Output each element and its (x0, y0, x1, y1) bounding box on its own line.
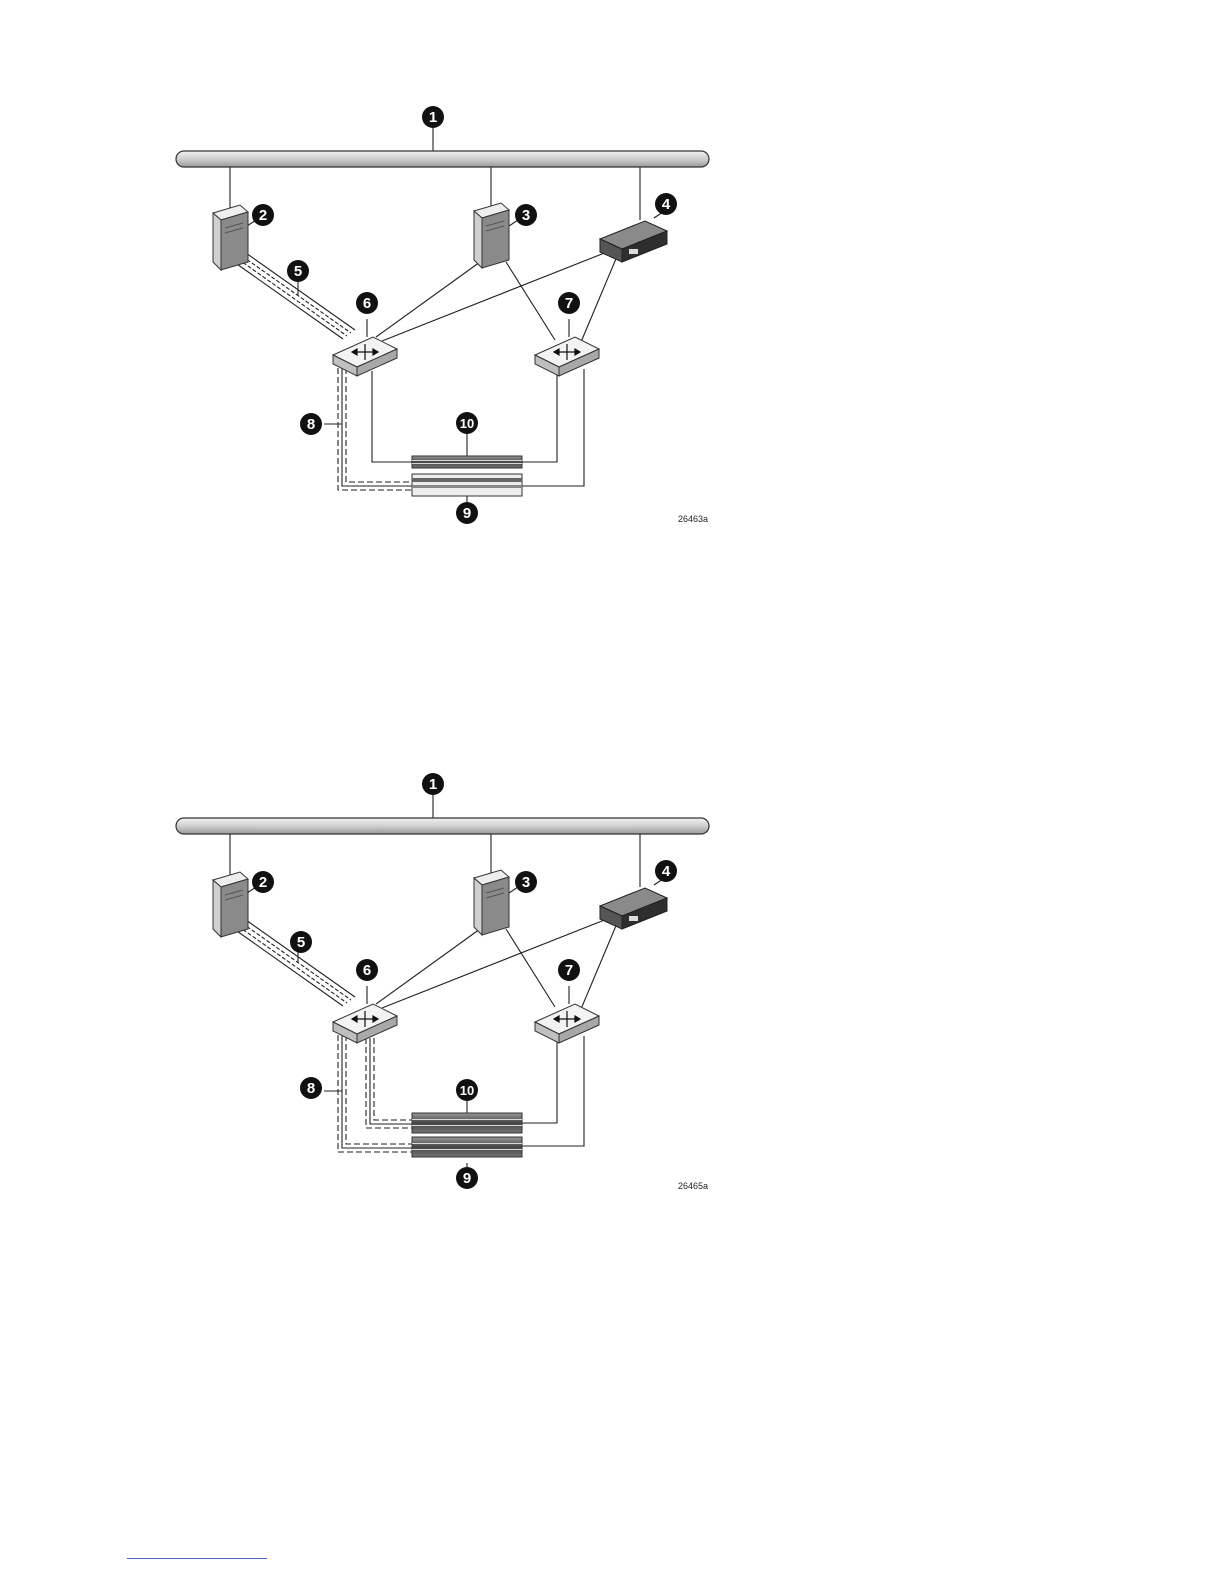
svg-text:6: 6 (363, 962, 371, 979)
server-center (474, 203, 509, 268)
callout-2: 2 (252, 204, 274, 226)
switch-left (333, 337, 397, 376)
figure-id: 26463a (678, 514, 708, 524)
callout-9: 9 (456, 1167, 478, 1189)
svg-text:4: 4 (662, 863, 671, 880)
storage-array-upper (412, 1113, 522, 1133)
callout-3: 3 (515, 204, 537, 226)
callout-3: 3 (515, 871, 537, 893)
network-diagram-svg-2: 1 2 3 4 5 (0, 667, 1224, 1227)
figure-id: 26465a (678, 1181, 708, 1191)
management-appliance (600, 221, 667, 262)
svg-text:8: 8 (307, 416, 315, 433)
svg-text:5: 5 (297, 934, 305, 951)
svg-text:7: 7 (565, 962, 573, 979)
callout-7: 7 (558, 292, 580, 314)
svg-text:3: 3 (522, 874, 530, 891)
svg-text:3: 3 (522, 207, 530, 224)
svg-text:4: 4 (662, 196, 671, 213)
network-diagram-svg-1: 1 2 3 4 5 (0, 0, 1224, 560)
callout-9: 9 (456, 502, 478, 524)
server-center (474, 870, 509, 935)
management-appliance (600, 888, 667, 929)
callout-7: 7 (558, 959, 580, 981)
svg-text:2: 2 (259, 207, 267, 224)
callout-10: 10 (456, 1079, 478, 1101)
callout-4: 4 (655, 860, 677, 882)
network-diagram-1: 1 2 3 4 5 (0, 0, 1224, 560)
svg-text:1: 1 (429, 109, 437, 126)
callout-4: 4 (655, 193, 677, 215)
callout-5: 5 (290, 931, 312, 953)
svg-text:2: 2 (259, 874, 267, 891)
switch-right (535, 1004, 599, 1043)
server-left (213, 205, 248, 270)
callout-8: 8 (300, 413, 322, 435)
network-bus (176, 818, 709, 834)
footer-link-underline (127, 1558, 267, 1559)
svg-text:9: 9 (463, 1170, 471, 1187)
network-bus (176, 151, 709, 167)
storage-array-lower (412, 1137, 522, 1157)
storage-array-lower (412, 474, 522, 496)
svg-text:7: 7 (565, 295, 573, 312)
callout-5: 5 (287, 260, 309, 282)
callout-6: 6 (356, 959, 378, 981)
storage-link-left (338, 1035, 412, 1152)
svg-text:8: 8 (307, 1080, 315, 1097)
storage-array-upper (412, 456, 522, 468)
switch-left (333, 1004, 397, 1043)
callout-1: 1 (422, 106, 444, 128)
callout-8: 8 (300, 1077, 322, 1099)
switch-right (535, 337, 599, 376)
svg-text:5: 5 (294, 263, 302, 280)
callout-1: 1 (422, 773, 444, 795)
svg-text:1: 1 (429, 776, 437, 793)
network-diagram-2: 1 2 3 4 5 (0, 667, 1224, 1227)
server-left (213, 872, 248, 937)
callout-10: 10 (456, 412, 478, 434)
host-link-left (234, 920, 355, 1006)
storage-link-left (338, 368, 412, 490)
callout-2: 2 (252, 871, 274, 893)
svg-text:6: 6 (363, 295, 371, 312)
svg-text:10: 10 (460, 416, 474, 431)
svg-text:9: 9 (463, 505, 471, 522)
svg-text:10: 10 (460, 1083, 474, 1098)
connections (230, 127, 666, 503)
callout-6: 6 (356, 292, 378, 314)
